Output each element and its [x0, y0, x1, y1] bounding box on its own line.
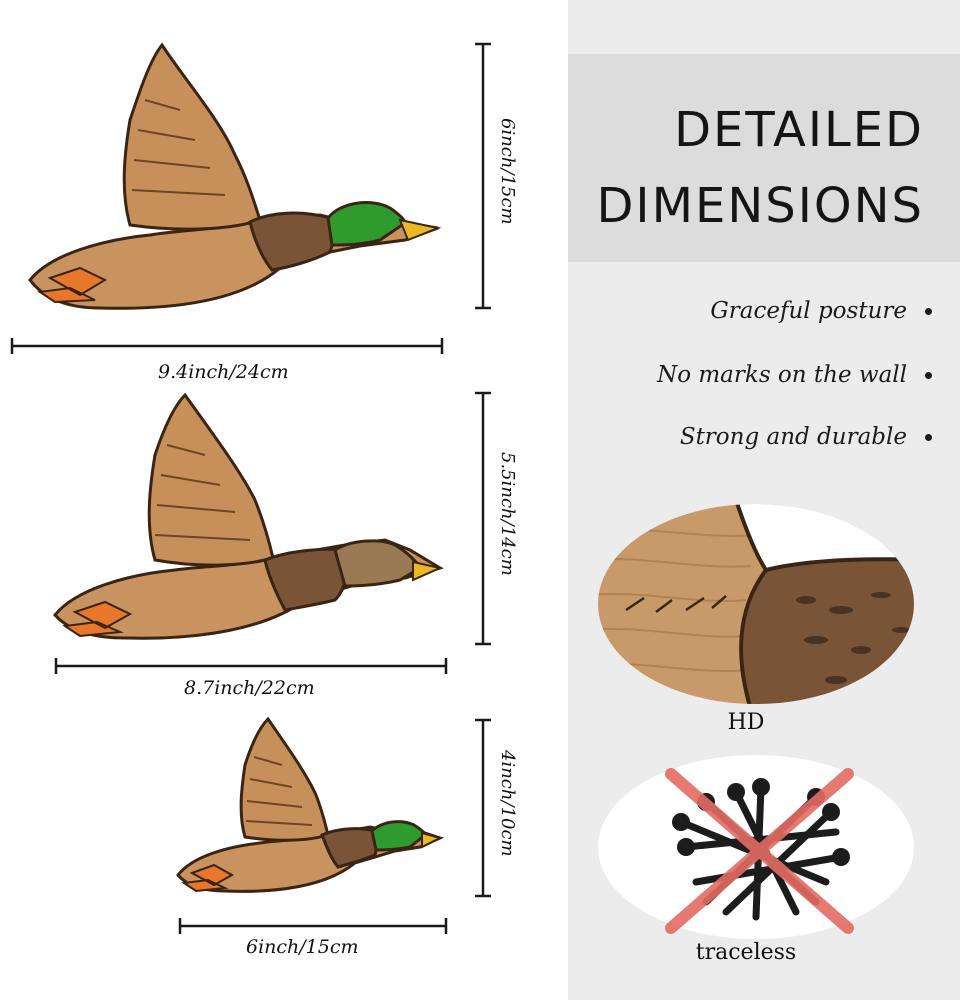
feature-item: No marks on the wall	[657, 362, 932, 388]
feature-item: Strong and durable	[680, 424, 932, 450]
height-label-medium: 5.5inch/14cm	[497, 452, 518, 576]
duck-large-image	[28, 42, 442, 310]
title-band: DETAILED DIMENSIONS	[568, 54, 960, 262]
feature-text: Graceful posture	[710, 298, 907, 324]
traceless-screws-image	[598, 755, 914, 939]
bullet-icon	[925, 371, 932, 379]
duck-small-image	[176, 716, 445, 893]
feature-item: Graceful posture	[710, 298, 932, 324]
traceless-caption: traceless	[695, 940, 797, 965]
hd-caption: HD	[727, 710, 765, 735]
height-label-large: 6inch/15cm	[497, 118, 518, 225]
bullet-icon	[925, 307, 932, 315]
dimension-lines	[10, 42, 491, 934]
width-label-small: 6inch/15cm	[246, 936, 359, 958]
hd-closeup-image	[598, 504, 914, 704]
bullet-icon	[925, 433, 932, 441]
height-label-small: 4inch/10cm	[497, 750, 518, 857]
product-dimensions-panel: 9.4inch/24cm 6inch/15cm 8.7inch/22cm 5.5…	[10, 42, 518, 958]
title-line-2: DIMENSIONS	[596, 178, 924, 234]
features-panel: DETAILED DIMENSIONS Graceful posture No …	[568, 0, 960, 1000]
feature-text: No marks on the wall	[657, 362, 907, 388]
feature-text: Strong and durable	[679, 424, 907, 450]
width-label-large: 9.4inch/24cm	[158, 361, 289, 383]
title-line-1: DETAILED	[674, 102, 924, 158]
width-label-medium: 8.7inch/22cm	[184, 677, 315, 699]
duck-medium-image	[53, 392, 444, 640]
